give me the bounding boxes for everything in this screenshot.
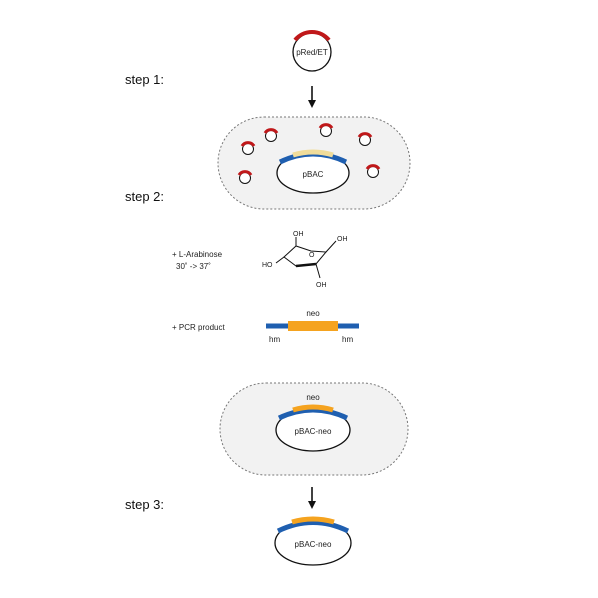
ecoli-cell-2: neo pBAC-neo [219, 382, 409, 476]
pbac-neo-label-cell: pBAC-neo [295, 427, 332, 436]
pred-et-copy [263, 128, 279, 142]
pred-et-copy [237, 170, 253, 184]
pbac-plasmid: pBAC [276, 149, 350, 194]
pred-et-copy [240, 141, 256, 155]
neo-label: neo [306, 309, 320, 318]
ecoli-cell-1: pBAC [217, 116, 411, 210]
pred-et-copy [357, 132, 373, 146]
pcr-product-label: + PCR product [172, 323, 225, 332]
pred-et-copy [365, 164, 381, 178]
ho-left: HO [262, 262, 273, 269]
step-2-label: step 2: [125, 189, 165, 204]
step-3-label: step 3: [125, 497, 165, 512]
pbac-neo-plasmid-in-cell: neo pBAC-neo [275, 393, 351, 452]
oh-top-right: OH [337, 236, 348, 243]
pbac-label: pBAC [303, 170, 324, 179]
pcr-product-fragment [266, 321, 359, 331]
arabinose-structure [275, 237, 337, 279]
pred-et-copy [318, 123, 334, 137]
temperature-shift-label: 30˚ -> 37˚ [176, 262, 211, 271]
pred-et-plasmid: pRed/ET [292, 29, 332, 72]
pbac-neo-plasmid-final: pBAC-neo [274, 516, 352, 566]
oh-top-left: OH [293, 231, 304, 238]
pbac-neo-label-final: pBAC-neo [295, 540, 332, 549]
pred-et-label: pRed/ET [296, 48, 328, 57]
neo-label-cell: neo [306, 393, 320, 402]
left-homology-arm-label: hm [269, 335, 280, 344]
ring-oxygen: O [309, 252, 315, 259]
step-1-label: step 1: [125, 72, 165, 87]
arabinose-label: + L-Arabinose [172, 250, 223, 259]
oh-bottom: OH [316, 282, 327, 289]
right-homology-arm-label: hm [342, 335, 353, 344]
